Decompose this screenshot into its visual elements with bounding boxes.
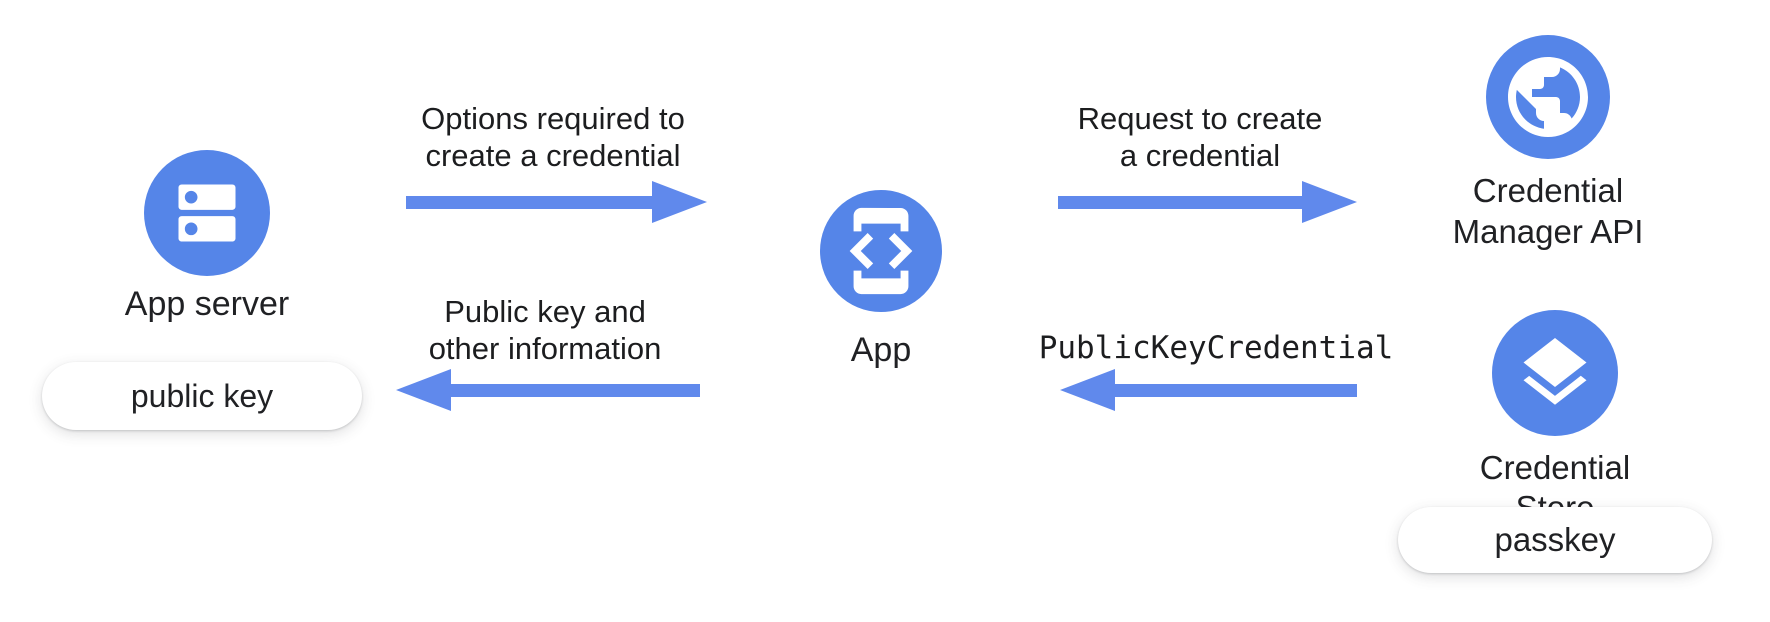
arrow-label-request-to-create: Request to create a credential — [1077, 101, 1323, 173]
passkey-badge-text: passkey — [1494, 521, 1616, 558]
passkey-badge: passkey — [1398, 507, 1712, 573]
arrow-shaft-public-key-credential — [1115, 384, 1357, 397]
layers-icon — [1523, 338, 1587, 405]
credential-manager-api-node — [1486, 35, 1610, 159]
arrow-shaft-request-to-create — [1058, 196, 1302, 209]
app-server-label: App server — [124, 285, 290, 323]
arrow-head-right-icon — [1302, 181, 1357, 223]
credential-manager-api-label: Credential Manager API — [1452, 172, 1644, 250]
arrow-head-left-icon — [1060, 369, 1115, 411]
arrow-label-public-key-credential: PublicKeyCredential — [1038, 330, 1394, 366]
arrow-shaft-public-key-and-other — [451, 384, 700, 397]
arrow-head-right-icon — [652, 181, 707, 223]
credential-store-node — [1492, 310, 1618, 436]
app-server-node — [144, 150, 270, 276]
arrow-label-public-key-and-other: Public key and other information — [428, 294, 662, 366]
public-key-badge: public key — [42, 362, 362, 430]
app-node — [820, 190, 942, 312]
globe-icon — [1508, 57, 1588, 137]
public-key-badge-text: public key — [130, 377, 274, 414]
arrow-label-options-to-create: Options required to create a credential — [421, 101, 685, 173]
arrow-head-left-icon — [396, 369, 451, 411]
server-stack-icon — [178, 184, 236, 242]
arrow-shaft-options-to-create — [406, 196, 652, 209]
app-label: App — [850, 331, 912, 369]
phone-code-icon — [849, 207, 913, 295]
